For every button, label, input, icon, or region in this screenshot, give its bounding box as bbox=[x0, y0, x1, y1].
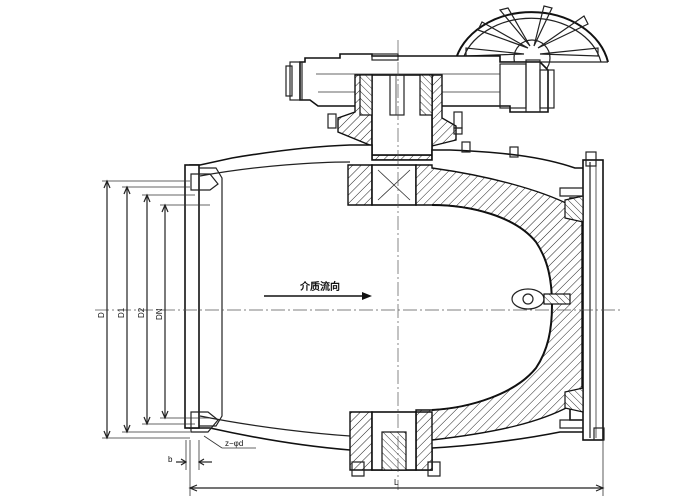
dim-label-bolt-holes: z−φd bbox=[225, 439, 243, 448]
stem-bonnet bbox=[327, 74, 463, 161]
dim-label-D2: D2 bbox=[137, 307, 146, 318]
handwheel-spokes bbox=[465, 5, 599, 57]
dim-label-L: L bbox=[394, 478, 399, 487]
valve-body bbox=[184, 141, 605, 477]
flow-direction-arrow: 介质流向 bbox=[264, 280, 372, 300]
dim-label-b: b bbox=[168, 455, 173, 464]
dim-label-DN: DN bbox=[155, 308, 164, 320]
dim-label-D1: D1 bbox=[117, 307, 126, 318]
dim-label-D: D bbox=[97, 312, 106, 318]
flow-direction-label: 介质流向 bbox=[299, 280, 340, 293]
centre-lines bbox=[95, 40, 620, 490]
side-trunnion-pin bbox=[511, 288, 571, 310]
dimension-lines: D D1 D2 DN b z−φd L bbox=[97, 179, 605, 496]
